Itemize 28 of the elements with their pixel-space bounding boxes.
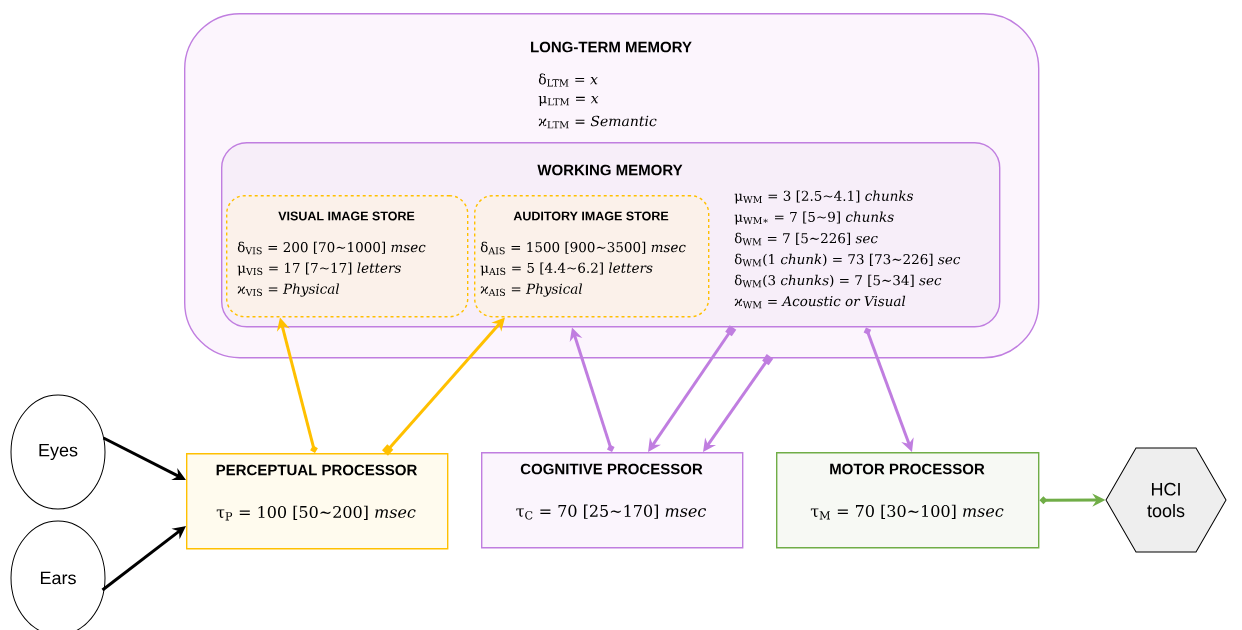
formula: μ$_{LTM}$ = x (538, 95, 599, 107)
heading: AUDITORY IMAGE STORE (513, 211, 669, 221)
formula: μ$_{WM}$ = 3 [2.5∼4.1] chunks (734, 190, 913, 204)
formula: δ$_{WM}$ = 7 [5∼226] sec (734, 232, 878, 246)
heading: VISUAL IMAGE STORE (278, 211, 415, 221)
formula: τ$_{P}$ = 100 [50∼200] msec (216, 505, 416, 521)
formula: μ$_{VIS}$ = 17 [7∼17] letters (237, 262, 401, 276)
heading: COGNITIVE PROCESSOR (520, 463, 703, 475)
formula: δ$_{WM}$(1 chunk) = 73 [73∼226] sec (734, 253, 961, 267)
formula: ϰ$_{WM}$ = Acoustic or Visual (734, 295, 906, 309)
heading: LONG-TERM MEMORY (531, 41, 692, 53)
heading: MOTOR PROCESSOR (830, 463, 985, 475)
formula: μ$_{AIS}$ = 5 [4.4∼6.2] letters (480, 262, 653, 276)
heading: PERCEPTUAL PROCESSOR (216, 464, 418, 476)
hexagon-node: HCI tools (1105, 447, 1227, 553)
formula: δ$_{LTM}$ = x (538, 73, 598, 87)
formula: δ$_{WM}$(3 chunks) = 7 [5∼34] sec (734, 274, 942, 288)
formula: ϰ$_{LTM}$ = Semantic (538, 115, 657, 129)
formula: δ$_{AIS}$ = 1500 [900∼3500] msec (480, 241, 686, 255)
formula: τ$_{M}$ = 70 [30∼100] msec (810, 504, 1004, 520)
formula: ϰ$_{VIS}$ = Physical (237, 283, 340, 297)
heading: WORKING MEMORY (537, 164, 683, 176)
ellipse-node: Eyes (10, 394, 106, 510)
arrow (101, 526, 186, 592)
formula: δ$_{VIS}$ = 200 [70∼1000] msec (237, 241, 426, 255)
formula: τ$_{C}$ = 70 [25∼170] msec (516, 504, 706, 520)
formula: μ$_{WM∗}$ = 7 [5∼9] chunks (734, 211, 894, 225)
formula: ϰ$_{AIS}$ = Physical (480, 283, 583, 297)
